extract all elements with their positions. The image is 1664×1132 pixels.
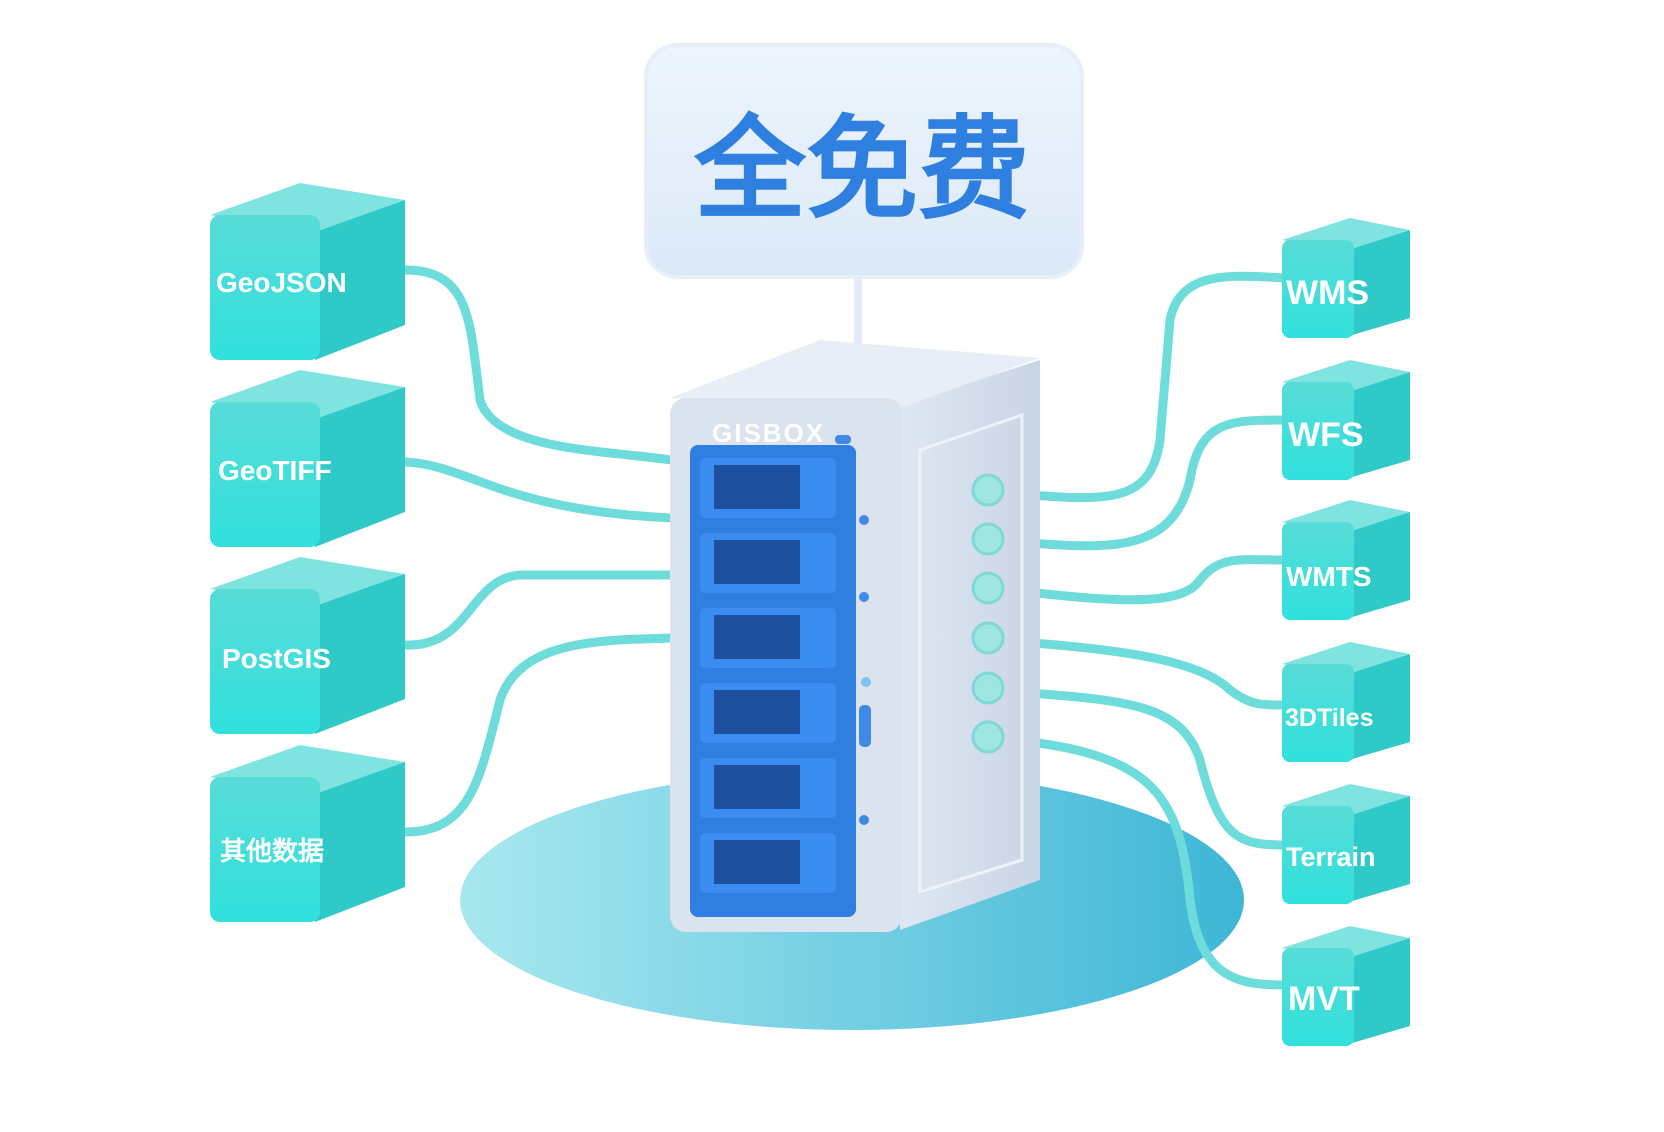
output-cube-wmts: WMTS	[1282, 500, 1410, 620]
input-cube-other-data: 其他数据	[210, 745, 405, 922]
drive-bays	[700, 458, 836, 893]
free-sign: 全免费	[644, 43, 1084, 365]
output-cube-3dtiles: 3DTiles	[1282, 642, 1410, 762]
cube-label: 其他数据	[220, 836, 324, 866]
sign-text: 全免费	[693, 105, 1030, 235]
cube-label: WFS	[1288, 416, 1364, 454]
output-ports	[971, 473, 1005, 754]
cube-label: GeoTIFF	[218, 455, 332, 486]
output-cube-wfs: WFS	[1282, 360, 1410, 480]
cube-label: WMTS	[1286, 561, 1372, 592]
input-cables	[400, 265, 677, 837]
output-cables	[985, 271, 1290, 990]
cube-label: MVT	[1288, 980, 1360, 1018]
cube-label: Terrain	[1286, 842, 1376, 872]
cube-label: 3DTiles	[1285, 704, 1373, 732]
output-cube-terrain: Terrain	[1282, 784, 1410, 904]
input-cube-geojson: GeoJSON	[210, 183, 405, 360]
server-logo: GISBOX	[712, 418, 825, 448]
gisbox-server: GISBOX	[670, 340, 1040, 932]
input-cube-geotiff: GeoTIFF	[210, 370, 405, 547]
cube-label: WMS	[1286, 274, 1369, 312]
input-cube-postgis: PostGIS	[210, 557, 405, 734]
output-cube-wms: WMS	[1282, 218, 1410, 338]
cube-label: PostGIS	[222, 643, 331, 674]
cube-label: GeoJSON	[216, 267, 347, 298]
output-cube-mvt: MVT	[1282, 926, 1410, 1046]
